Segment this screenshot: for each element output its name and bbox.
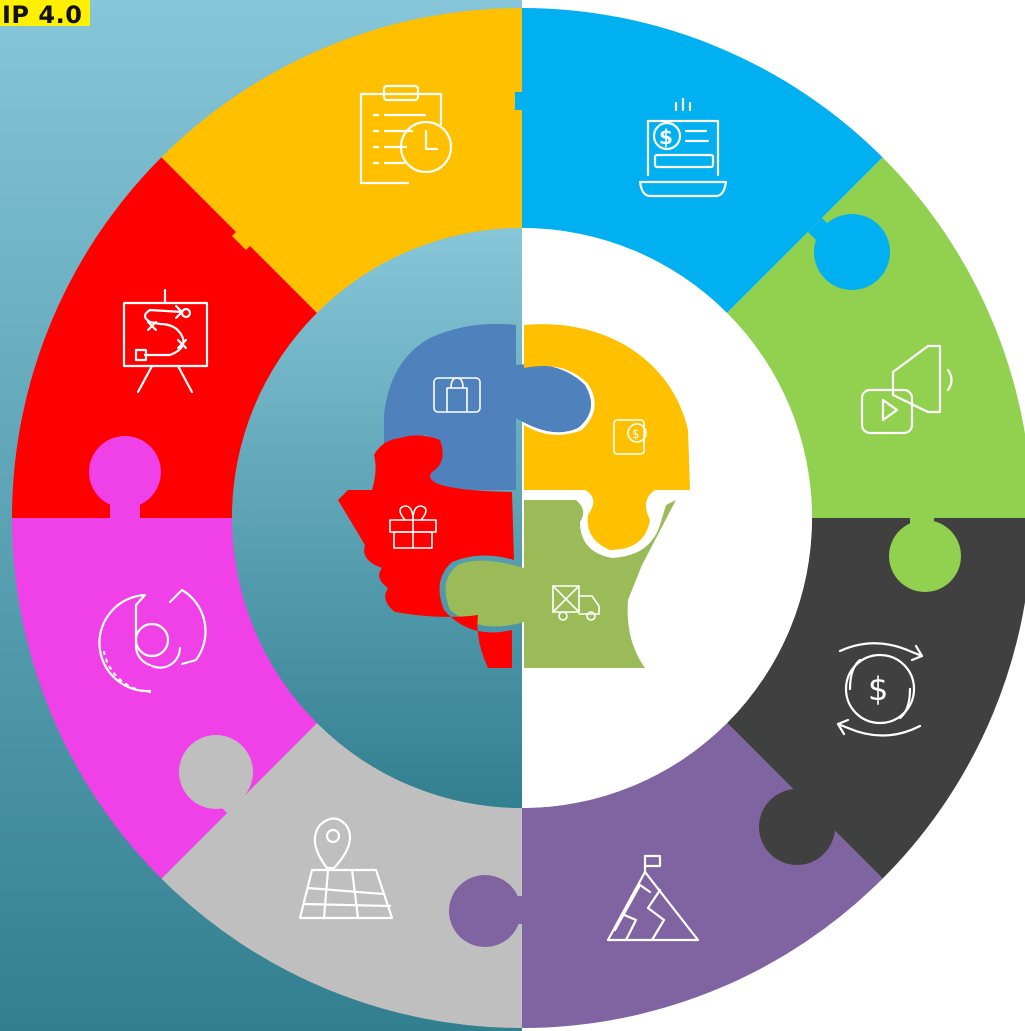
map-pin-icon (298, 817, 394, 920)
head-piece-yellow (524, 324, 690, 550)
ring-segment-grey (161, 723, 522, 1028)
megaphone-video-icon (860, 344, 953, 435)
ring-segment-green (727, 157, 1025, 518)
tablet-shopping-bag-icon (433, 377, 481, 413)
head-piece-green (445, 500, 676, 668)
mountain-flag-icon (606, 854, 700, 942)
delivery-truck-icon (552, 585, 600, 621)
knob-dark (759, 789, 835, 865)
tablet-dollar-glyph: $ (632, 427, 640, 441)
target-chart-icon (98, 588, 207, 694)
puzzle-head: $ (338, 323, 690, 668)
clipboard-clock-icon (359, 84, 453, 185)
ring (12, 8, 1025, 1028)
knob-blue (526, 65, 598, 137)
knob-yellow (245, 175, 319, 249)
knob-purple (449, 875, 521, 947)
tablet-dollar-icon (613, 419, 647, 455)
knob-blue-right (814, 214, 890, 290)
head-piece-red (338, 435, 514, 668)
knob-grey (179, 735, 253, 809)
ring-segment-blue (522, 8, 883, 313)
knob-magenta (89, 436, 161, 508)
strategy-board-icon (122, 288, 209, 394)
version-badge: IP 4.0 (0, 0, 91, 26)
gift-icon (389, 505, 437, 549)
laptop-payment-icon (638, 97, 728, 198)
dollar-cycle-icon (836, 642, 924, 737)
dollar-cycle-glyph: $ (868, 670, 888, 708)
puzzle-knobs (89, 65, 961, 947)
ring-segment-dark (727, 518, 1025, 879)
knob-green (889, 520, 961, 592)
ring-segment-red (12, 157, 317, 518)
laptop-payment-glyph: $ (659, 125, 673, 149)
